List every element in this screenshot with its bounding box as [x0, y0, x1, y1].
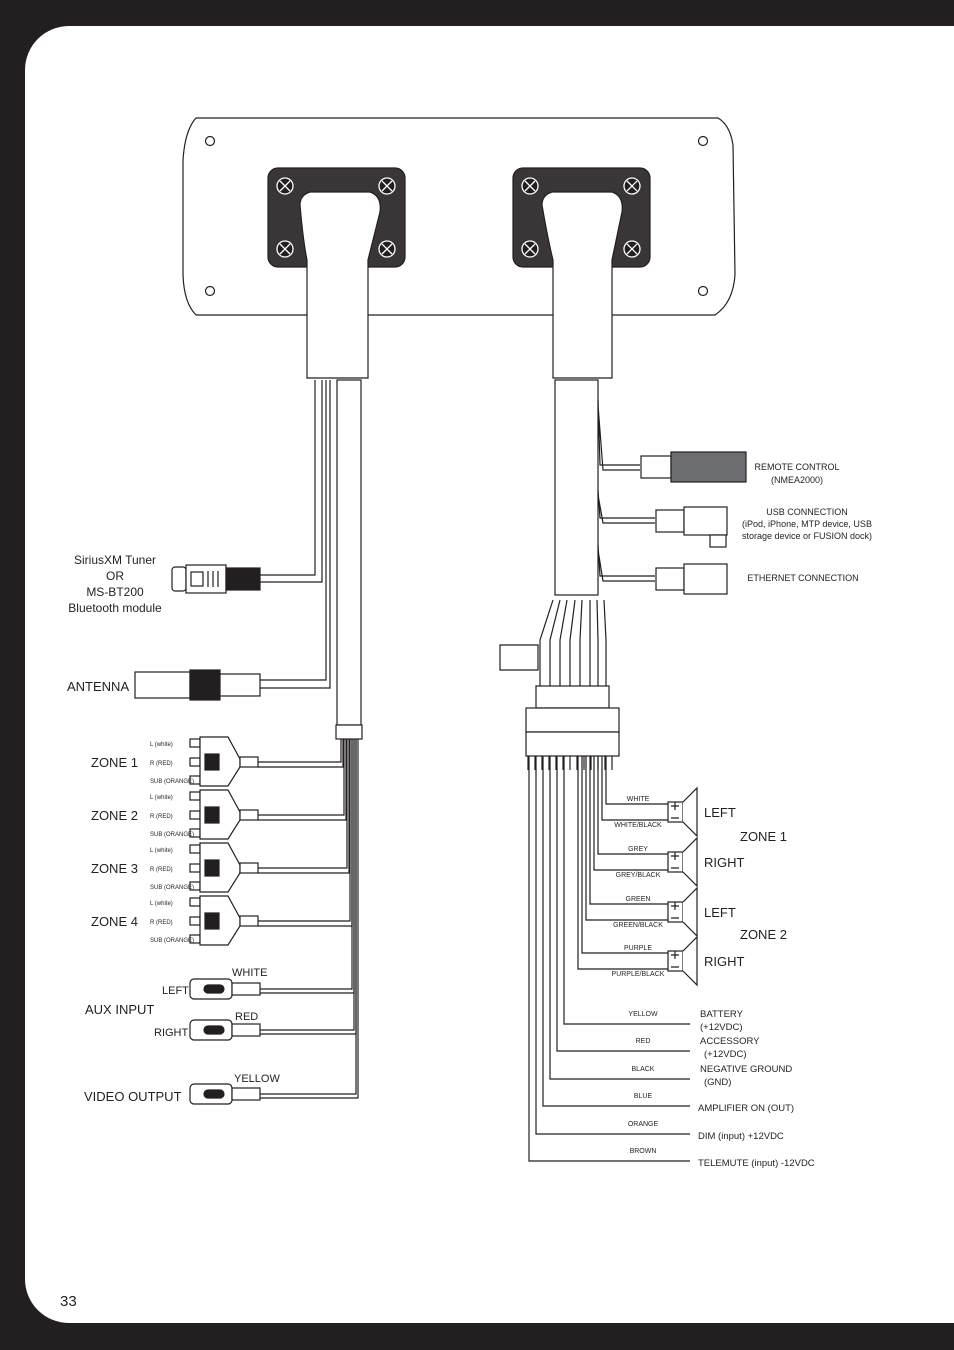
ethernet-label: ETHERNET CONNECTION — [747, 573, 858, 583]
speaker-icon — [667, 935, 698, 987]
power-label: BATTERY — [700, 1009, 744, 1020]
speaker-side-label: LEFT — [704, 805, 736, 820]
remote-control-label: REMOTE CONTROL — [754, 462, 839, 472]
wire-label: R (RED) — [150, 867, 173, 873]
usb-connection-label: storage device or FUSION dock) — [742, 531, 872, 541]
wire-label: SUB (ORANGE) — [150, 779, 194, 785]
wire-label: L (white) — [150, 848, 173, 854]
zone-label: ZONE 2 — [91, 808, 138, 823]
aux-right-plug — [189, 1019, 261, 1041]
speaker-side-label: RIGHT — [704, 855, 745, 870]
video-output-label: VIDEO OUTPUT — [84, 1089, 182, 1104]
speaker-icon — [667, 836, 698, 888]
zone-rca-connector — [189, 895, 259, 946]
nmea2000-connector — [640, 451, 747, 483]
wire-label: L (white) — [150, 795, 173, 801]
wire-color-label: ORANGE — [628, 1121, 659, 1128]
wire-label: L (white) — [150, 742, 173, 748]
right-cable-boot — [541, 191, 623, 379]
wire-label: SUB (ORANGE) — [150, 938, 194, 944]
wire-color-label: BROWN — [630, 1148, 657, 1155]
zone-label: ZONE 1 — [91, 755, 138, 770]
power-label: (+12VDC) — [700, 1022, 743, 1033]
usb-connection-label: (iPod, iPhone, MTP device, USB — [742, 519, 872, 529]
wire-color-label: WHITE/BLACK — [614, 822, 662, 829]
zone-label: ZONE 2 — [740, 927, 787, 942]
sirius-label: Bluetooth module — [68, 601, 162, 615]
power-label: AMPLIFIER ON (OUT) — [698, 1103, 794, 1114]
left-cable-boot — [299, 191, 381, 379]
speaker-side-label: RIGHT — [704, 954, 745, 969]
zone-label: ZONE 1 — [740, 829, 787, 844]
zone-rca-connector — [189, 842, 259, 893]
wire-label: SUB (ORANGE) — [150, 832, 194, 838]
wiring-diagram: ZONE 1 L (white) R (RED) SUB (ORANGE) ZONE 2… — [60, 117, 872, 1310]
aux-right-label: RIGHT — [154, 1027, 189, 1039]
wire-color-label: GREEN/BLACK — [613, 922, 663, 929]
power-label: ACCESSORY — [700, 1036, 760, 1047]
zone-label: ZONE 4 — [91, 914, 138, 929]
wire-color-label: BLACK — [632, 1066, 655, 1073]
sirius-label: OR — [106, 569, 124, 583]
ethernet-connector — [655, 563, 728, 595]
wire-color-label: RED — [636, 1038, 651, 1045]
wire-color-label: PURPLE — [624, 945, 652, 952]
usb-connection-label: USB CONNECTION — [766, 507, 848, 517]
zone-rca-connector — [189, 736, 259, 787]
wire-color-label: GREEN — [626, 896, 651, 903]
wire-color-label: GREY — [628, 846, 648, 853]
antenna-connector — [134, 669, 261, 701]
usb-connector — [655, 506, 728, 548]
aux-left-label: LEFT — [162, 985, 189, 997]
page-number: 33 — [60, 1293, 77, 1310]
power-label: (GND) — [704, 1077, 731, 1088]
power-label: (+12VDC) — [704, 1049, 747, 1060]
aux-left-plug — [189, 978, 261, 1000]
power-label: DIM (input) +12VDC — [698, 1131, 784, 1142]
sirius-label: MS-BT200 — [86, 585, 144, 599]
wire-label: R (RED) — [150, 814, 173, 820]
screw-icons — [276, 177, 641, 258]
zone-label: ZONE 3 — [91, 861, 138, 876]
power-label: TELEMUTE (input) -12VDC — [698, 1158, 815, 1169]
wire-label: R (RED) — [150, 761, 173, 767]
wire-color-label: BLUE — [634, 1093, 653, 1100]
wire-label: L (white) — [150, 901, 173, 907]
wire-color-label: YELLOW — [234, 1073, 280, 1085]
head-unit-body — [182, 117, 736, 316]
wire-color-label: YELLOW — [628, 1011, 658, 1018]
zone-rca-connector — [189, 789, 259, 840]
sirius-label: SiriusXM Tuner — [74, 553, 156, 567]
power-label: NEGATIVE GROUND — [700, 1064, 792, 1075]
speaker-icon — [667, 886, 698, 938]
manual-page: ZONE 1 L (white) R (RED) SUB (ORANGE) ZONE 2… — [25, 26, 954, 1323]
wire-color-label: PURPLE/BLACK — [612, 971, 665, 978]
wire-color-label: RED — [235, 1011, 258, 1023]
remote-control-label: (NMEA2000) — [771, 475, 823, 485]
wire-color-label: WHITE — [232, 967, 267, 979]
aux-input-label: AUX INPUT — [85, 1002, 154, 1017]
wire-color-label: GREY/BLACK — [616, 872, 661, 879]
sirius-connector — [171, 564, 261, 594]
speaker-icon — [667, 786, 698, 838]
wire-color-label: WHITE — [627, 796, 650, 803]
antenna-label: ANTENNA — [67, 679, 129, 694]
wire-label: R (RED) — [150, 920, 173, 926]
wire-label: SUB (ORANGE) — [150, 885, 194, 891]
video-plug — [189, 1083, 261, 1105]
speaker-side-label: LEFT — [704, 905, 736, 920]
